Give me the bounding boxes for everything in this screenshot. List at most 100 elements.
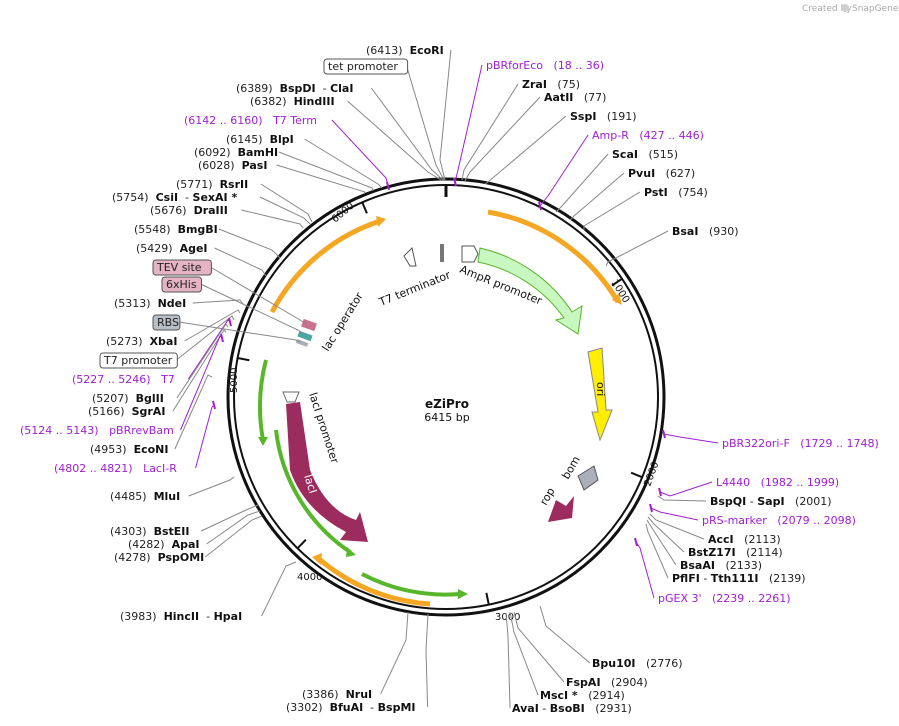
site-label-aatii[interactable]: AatII (77) xyxy=(544,91,606,104)
site-label-agei[interactable]: (5429) AgeI xyxy=(136,242,208,255)
site-label-acci[interactable]: AccI (2113) xyxy=(708,533,781,546)
site-label-pasi[interactable]: (6028) PasI xyxy=(198,159,267,172)
orange-arc-bottom-head xyxy=(312,553,322,565)
site-label-6xhis[interactable]: 6xHis xyxy=(161,276,202,293)
site-label-rsrii[interactable]: (5771) RsrII xyxy=(176,178,248,191)
bom-box xyxy=(577,465,599,491)
site-label-bsaai[interactable]: BsaAI (2133) xyxy=(680,559,762,572)
site-label-text: (6092) BamHI xyxy=(194,146,278,159)
label-part: PvuI xyxy=(628,167,655,180)
site-label-pbrforeco[interactable]: pBRforEco (18 .. 36) xyxy=(486,59,604,72)
site-label-tev-site[interactable]: TEV site xyxy=(152,259,212,276)
label-part: SgrAI xyxy=(132,405,166,418)
site-label-bamhi[interactable]: (6092) BamHI xyxy=(194,146,278,159)
leader-line xyxy=(663,433,719,444)
label-part: - xyxy=(178,191,192,204)
laci-arrow xyxy=(286,402,368,542)
label-part: (1982 .. 1999) xyxy=(750,476,839,489)
site-label-t7-promoter[interactable]: T7 promoter xyxy=(99,352,178,369)
site-label-xbai[interactable]: (5273) XbaI xyxy=(106,335,177,348)
site-label-l4440[interactable]: L4440 (1982 .. 1999) xyxy=(716,476,839,489)
leader-line xyxy=(380,611,409,695)
site-label-ndei[interactable]: (5313) NdeI xyxy=(114,297,186,310)
label-part: - xyxy=(746,495,757,508)
site-label-msci[interactable]: MscI * (2914) xyxy=(540,689,625,702)
label-part: (77) xyxy=(573,91,606,104)
label-part: (2079 .. 2098) xyxy=(767,514,856,527)
site-label-bfuai[interactable]: (3302) BfuAI - BspMI xyxy=(286,701,416,714)
leader-line xyxy=(176,323,229,399)
primer-mark xyxy=(453,177,457,187)
site-label-pbr322ori-f[interactable]: pBR322ori-F (1729 .. 1748) xyxy=(722,437,879,450)
site-label-amp-r[interactable]: Amp-R (427 .. 446) xyxy=(592,129,704,142)
label-part: (2133) xyxy=(715,559,762,572)
label-part: BspQI xyxy=(710,495,746,508)
site-label-text: (5771) RsrII xyxy=(176,178,248,191)
site-label-psti[interactable]: PstI (754) xyxy=(644,186,708,199)
label-part: (2239 .. 2261) xyxy=(702,592,791,605)
leader-line xyxy=(649,513,705,540)
site-label-bglii[interactable]: (5207) BglII xyxy=(92,392,164,405)
ampr-promoter-arrow xyxy=(461,245,479,263)
site-label-hindiii[interactable]: (6382) HindIII xyxy=(250,95,335,108)
site-label-bpu10i[interactable]: Bpu10I (2776) xyxy=(592,657,683,670)
label-part: (627) xyxy=(655,167,695,180)
primer-mark xyxy=(658,487,662,497)
site-label-bsteii[interactable]: (4303) BstEII xyxy=(110,525,189,538)
site-label-draiii[interactable]: (5676) DraIII xyxy=(150,204,228,217)
site-label-bsai[interactable]: BsaI (930) xyxy=(672,225,739,238)
site-label-bmgbi[interactable]: (5548) BmgBI xyxy=(134,223,218,236)
site-label-sgrai[interactable]: (5166) SgrAI xyxy=(88,405,165,418)
label-part: BstZ17I xyxy=(688,546,736,559)
leader-line xyxy=(461,83,519,181)
site-label-pvui[interactable]: PvuI (627) xyxy=(628,167,695,180)
site-label-scai[interactable]: ScaI (515) xyxy=(612,148,678,161)
label-part: (5548) xyxy=(134,223,178,236)
label-part: (5273) xyxy=(106,335,150,348)
label-part: BmgBI xyxy=(178,223,218,236)
site-label-avai[interactable]: AvaI - BsoBI (2931) xyxy=(512,702,632,715)
site-label-bspqi[interactable]: BspQI - SapI (2001) xyxy=(710,495,832,508)
site-label-tet-promoter[interactable]: tet promoter xyxy=(323,58,409,75)
site-label-hincii[interactable]: (3983) HincII - HpaI xyxy=(120,610,242,623)
label-part: BfuAI xyxy=(330,701,364,714)
site-label-t7-term[interactable]: (6142 .. 6160) T7 Term xyxy=(184,114,317,127)
leader-line xyxy=(260,183,313,223)
site-label-ecori[interactable]: (6413) EcoRI xyxy=(366,44,444,57)
leader-line xyxy=(505,612,511,709)
leader-line xyxy=(206,510,261,545)
site-label-pgex3[interactable]: pGEX 3' (2239 .. 2261) xyxy=(658,592,791,605)
leader-line xyxy=(370,87,444,181)
green-arc-left xyxy=(258,359,268,441)
site-label-zrai[interactable]: ZraI (75) xyxy=(522,78,580,91)
site-label-prs-marker[interactable]: pRS-marker (2079 .. 2098) xyxy=(702,514,856,527)
site-label-t7-primer[interactable]: (5227 .. 5246) T7 xyxy=(72,373,175,386)
green-arc-mid xyxy=(274,429,352,554)
site-label-laci-r[interactable]: (4802 .. 4821) LacI-R xyxy=(54,462,177,475)
site-label-pspomi[interactable]: (4278) PspOMI xyxy=(114,551,204,564)
site-label-rbs[interactable]: RBS xyxy=(152,314,181,331)
site-label-text: (4303) BstEII xyxy=(110,525,189,538)
site-label-bspdi[interactable]: (6389) BspDI - ClaI xyxy=(236,82,353,95)
label-part: - xyxy=(199,610,213,623)
tick-mark xyxy=(485,592,490,605)
site-label-pbrrevbam[interactable]: (5124 .. 5143) pBRrevBam xyxy=(20,424,174,437)
site-label-text: L4440 (1982 .. 1999) xyxy=(716,476,839,489)
site-label-text: Bpu10I (2776) xyxy=(592,657,683,670)
green-arc-bottom-head xyxy=(458,589,468,599)
site-label-text: (5166) SgrAI xyxy=(88,405,165,418)
site-label-sspi[interactable]: SspI (191) xyxy=(570,110,637,123)
site-label-text: pBR322ori-F (1729 .. 1748) xyxy=(722,437,879,450)
site-label-blpi[interactable]: (6145) BlpI xyxy=(226,133,294,146)
site-label-fspai[interactable]: FspAI (2904) xyxy=(566,676,648,689)
site-label-nrui[interactable]: (3386) NruI xyxy=(302,688,372,701)
site-label-text: AatII (77) xyxy=(544,91,606,104)
label-part: (5676) xyxy=(150,204,194,217)
site-label-apai[interactable]: (4282) ApaI xyxy=(128,538,199,551)
label-part: (5207) xyxy=(92,392,136,405)
site-label-pflfi[interactable]: PflFI - Tth111I (2139) xyxy=(672,572,806,585)
site-label-csii[interactable]: (5754) CsiI - SexAI * xyxy=(112,191,237,204)
site-label-mlui[interactable]: (4485) MluI xyxy=(110,490,180,503)
site-label-bstz17i[interactable]: BstZ17I (2114) xyxy=(688,546,783,559)
site-label-econi[interactable]: (4953) EcoNI xyxy=(90,443,168,456)
